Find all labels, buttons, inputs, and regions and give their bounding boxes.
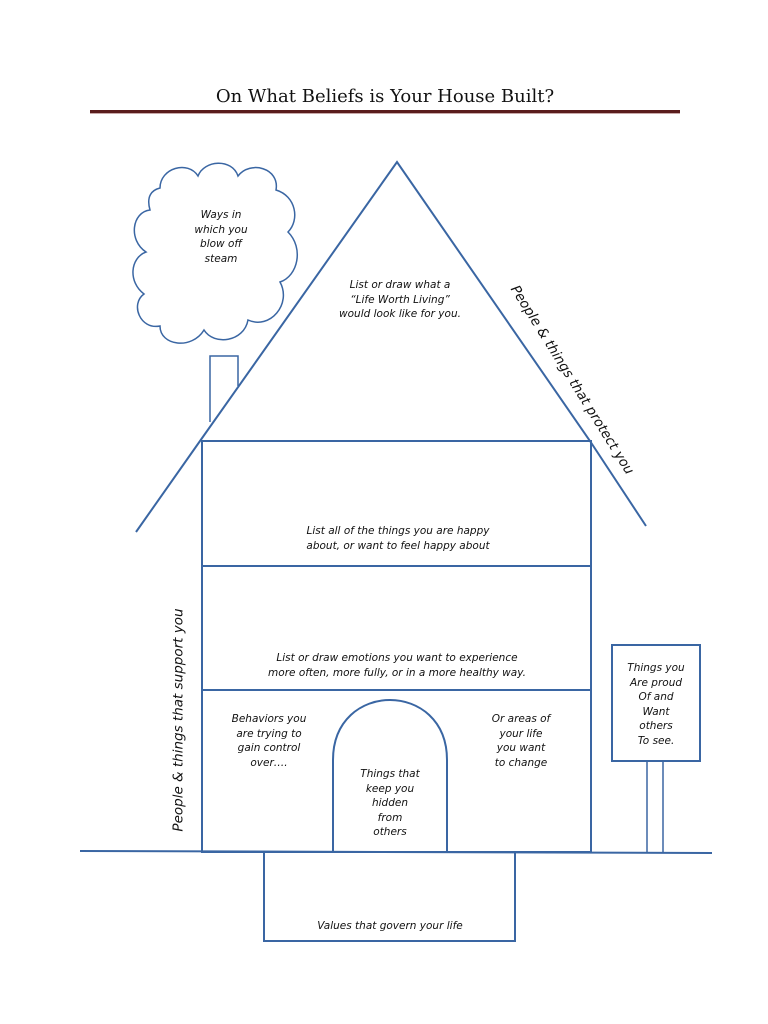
left-wall-side-label: People & things that support you	[170, 608, 187, 832]
door-label: Things that keep you hidden from others	[360, 768, 420, 838]
roof-label: List or draw what a “Life Worth Living” …	[339, 279, 461, 320]
door-arch-shape-icon	[332, 699, 448, 852]
chimney-shape-icon	[209, 355, 239, 422]
foundation-label: Values that govern your life	[317, 920, 463, 932]
cloud-label: Ways in which you blow off steam	[194, 209, 248, 265]
page-title: On What Beliefs is Your House Built?	[215, 86, 555, 107]
title-rule	[90, 110, 680, 113]
foundation-box	[263, 851, 516, 942]
ground-right-label: Or areas of your life you want to change	[491, 713, 551, 769]
cloud-shape-icon	[132, 162, 298, 344]
middle-floor-label: List or draw emotions you want to experi…	[268, 652, 526, 679]
upper-floor-label: List all of the things you are happy abo…	[306, 525, 490, 552]
ground-left-label: Behaviors you are trying to gain control…	[231, 713, 307, 769]
sign-board	[611, 644, 701, 762]
sign-label: Things you Are proud Of and Want others …	[627, 662, 685, 747]
roof-outline	[135, 160, 647, 533]
